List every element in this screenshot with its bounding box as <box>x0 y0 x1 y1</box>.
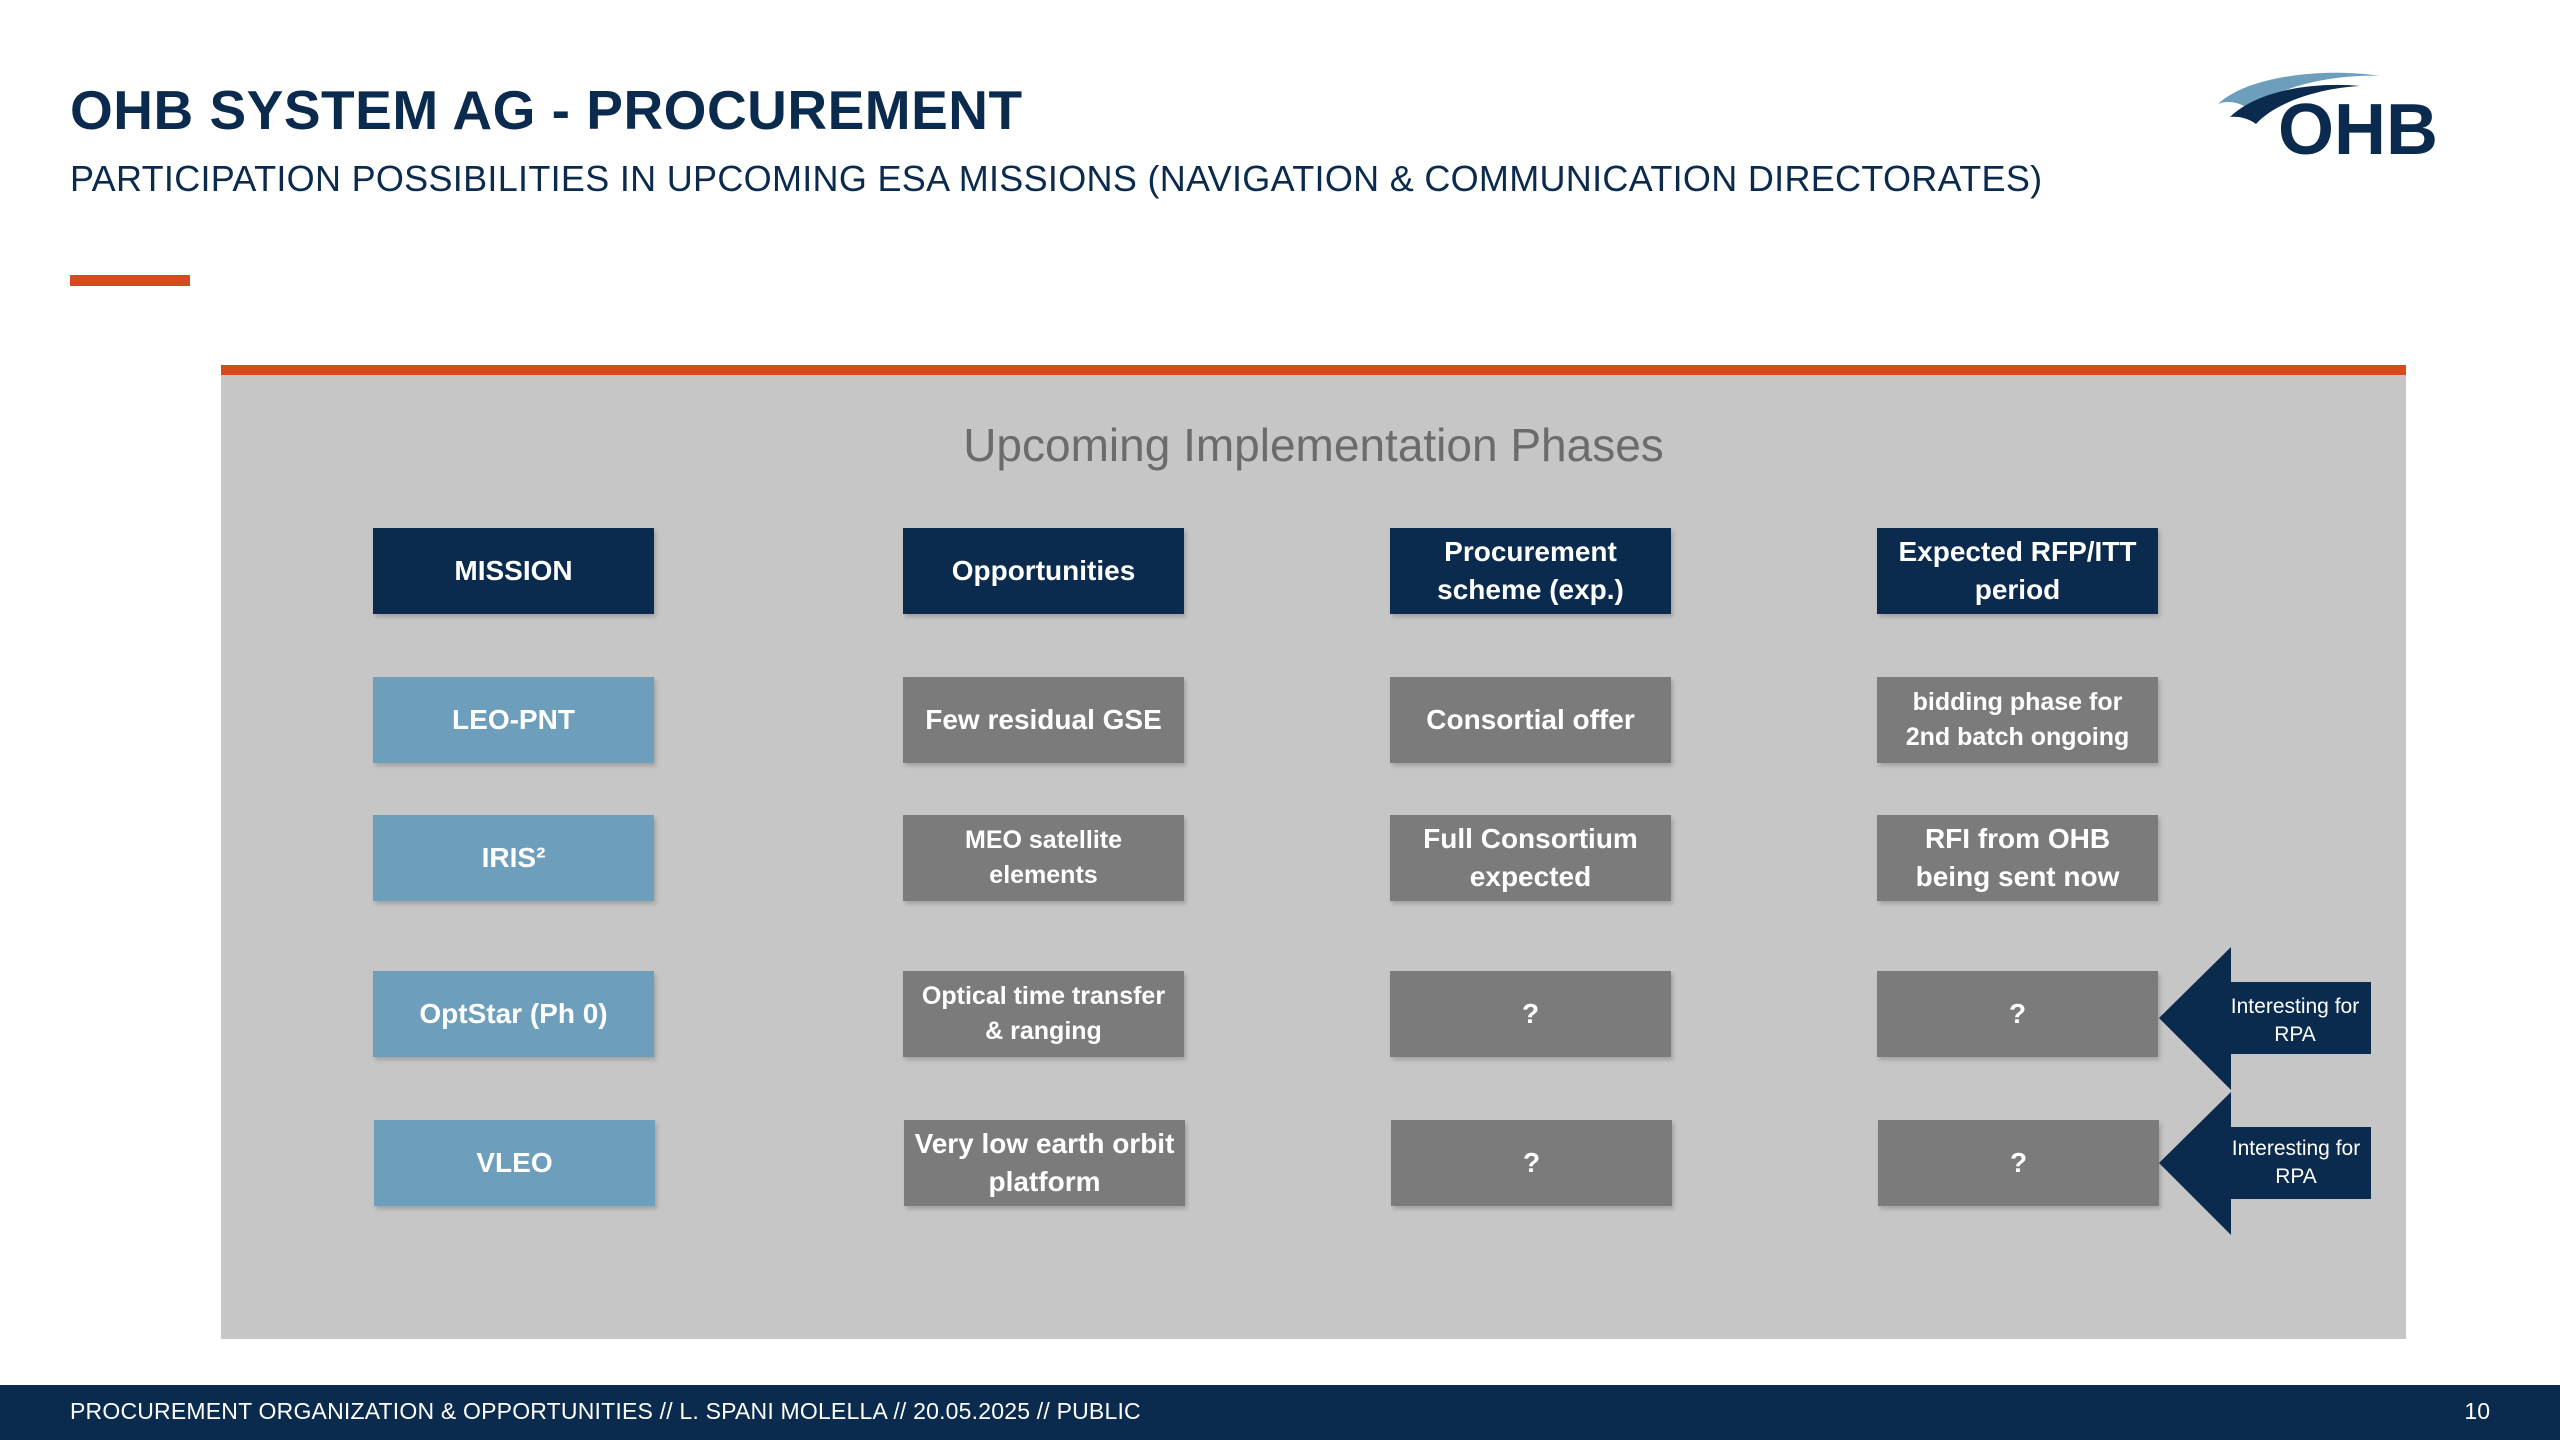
panel-heading: Upcoming Implementation Phases <box>963 419 1664 471</box>
rfp-period-cell: RFI from OHB being sent now <box>1877 815 2158 901</box>
logo-text: OHB <box>2278 90 2438 162</box>
procurement-cell: Full Consortium expected <box>1390 815 1671 901</box>
callout-arrow-icon <box>2159 1092 2371 1235</box>
procurement-cell: Consortial offer <box>1390 677 1671 763</box>
column-header-rfp-period: Expected RFP/ITT period <box>1877 528 2158 614</box>
footer-bar: PROCUREMENT ORGANIZATION & OPPORTUNITIES… <box>0 1385 2560 1440</box>
procurement-cell: ? <box>1391 1120 1672 1206</box>
page-title: OHB SYSTEM AG - PROCUREMENT <box>70 79 1023 141</box>
rfp-period-cell: bidding phase for 2nd batch ongoing <box>1877 677 2158 763</box>
panel-accent-line <box>221 365 2406 375</box>
rfp-period-cell: ? <box>1878 1120 2159 1206</box>
title-accent-bar <box>70 275 190 286</box>
procurement-cell: ? <box>1390 971 1671 1057</box>
implementation-phases-panel: Upcoming Implementation Phases MISSION O… <box>221 365 2406 1339</box>
mission-cell: LEO-PNT <box>373 677 654 763</box>
page-number: 10 <box>2464 1398 2490 1424</box>
mission-cell: IRIS² <box>373 815 654 901</box>
column-header-mission: MISSION <box>373 528 654 614</box>
callout-label: Interesting for RPA <box>2230 995 2360 1046</box>
page-subtitle: PARTICIPATION POSSIBILITIES IN UPCOMING … <box>70 158 2043 199</box>
mission-cell: OptStar (Ph 0) <box>373 971 654 1057</box>
ohb-logo: OHB <box>2218 72 2438 162</box>
rfp-period-cell: ? <box>1877 971 2158 1057</box>
callout-label: Interesting for RPA <box>2231 1137 2361 1188</box>
column-header-procurement: Procurement scheme (exp.) <box>1390 528 1671 614</box>
opportunities-cell: Very low earth orbit platform <box>904 1120 1185 1206</box>
callout-arrow-icon <box>2159 947 2371 1090</box>
opportunities-cell: Optical time transfer & ranging <box>903 971 1184 1057</box>
column-header-opportunities: Opportunities <box>903 528 1184 614</box>
opportunities-cell: MEO satellite elements <box>903 815 1184 901</box>
footer-text: PROCUREMENT ORGANIZATION & OPPORTUNITIES… <box>70 1398 1141 1424</box>
mission-cell: VLEO <box>374 1120 655 1206</box>
opportunities-cell: Few residual GSE <box>903 677 1184 763</box>
